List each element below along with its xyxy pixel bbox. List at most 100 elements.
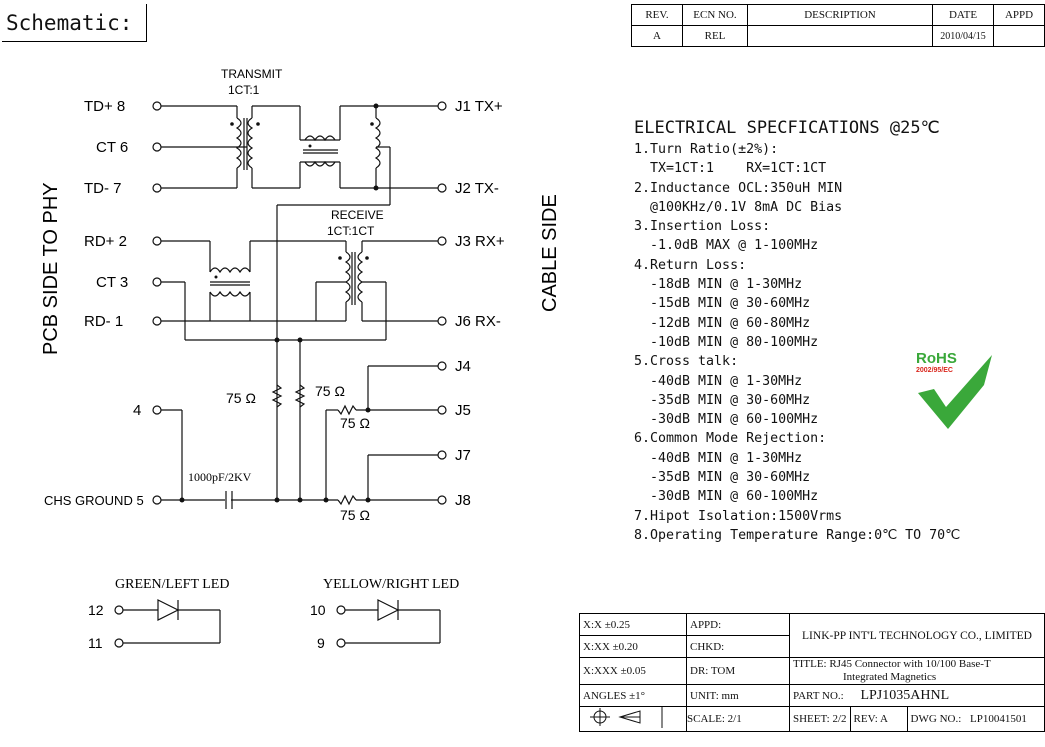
pin-4: 4: [133, 402, 141, 419]
title-block: X:X ±0.25 APPD: LINK-PP INT'L TECHNOLOGY…: [579, 613, 1045, 732]
rohs-sub: 2002/95/EC: [916, 367, 953, 374]
date-value: 2010/04/15: [932, 25, 994, 47]
receive-ratio: 1CT:1CT: [327, 224, 375, 238]
transmit-label: TRANSMIT: [221, 67, 283, 81]
pin-j7: J7: [455, 447, 471, 464]
chkd-field: CHKD:: [686, 635, 790, 658]
spec-line: -12dB MIN @ 60-80MHz: [634, 315, 811, 331]
spec-line: -35dB MIN @ 30-60MHz: [634, 470, 811, 486]
pin-td-plus: TD+ 8: [84, 98, 125, 115]
spec-line: 1.Turn Ratio(±2%):: [634, 142, 779, 157]
receive-label: RECEIVE: [331, 208, 384, 222]
spec-line: 4.Return Loss:: [634, 257, 747, 273]
drawn-by: DR: TOM: [686, 657, 790, 685]
spec-line: -40dB MIN @ 1-30MHz: [634, 373, 803, 389]
appd-header: APPD: [993, 4, 1045, 26]
pin-j6: J6 RX-: [455, 313, 501, 330]
spec-line: -15dB MIN @ 30-60MHz: [634, 296, 811, 312]
dwg-value: LP10041501: [970, 713, 1027, 725]
resistor-label-1: 75 Ω: [226, 390, 256, 406]
led-yellow-pin-a: 10: [310, 602, 326, 618]
sheet-value: 2/2: [832, 713, 847, 725]
appd-field: APPD:: [686, 613, 790, 636]
description-value: [747, 25, 933, 47]
pin-ct6: CT 6: [96, 139, 128, 156]
pin-j1: J1 TX+: [455, 98, 503, 115]
spec-line: -30dB MIN @ 60-100MHz: [634, 489, 819, 505]
part-label: PART NO.:: [793, 689, 844, 702]
part-number: PART NO.: LPJ1035AHNL: [789, 684, 1045, 707]
led-green-title: GREEN/LEFT LED: [115, 577, 229, 592]
rev-header: REV.: [631, 4, 683, 26]
title-line-1: TITLE: RJ45 Connector with 10/100 Base-T: [793, 658, 991, 670]
led-yellow-pin-b: 9: [317, 635, 325, 651]
spec-line: -40dB MIN @ 1-30MHz: [634, 450, 803, 466]
part-value: LPJ1035AHNL: [860, 687, 950, 703]
spec-line: @100KHz/0.1V 8mA DC Bias: [634, 199, 843, 215]
tolerance-xx: X:XX ±0.20: [579, 635, 687, 658]
rohs-logo: RoHS 2002/95/EC: [916, 350, 992, 429]
ecn-value: REL: [682, 25, 748, 47]
rev-value: A: [631, 25, 683, 47]
spec-line: 6.Common Mode Rejection:: [634, 431, 827, 447]
spec-line: -30dB MIN @ 60-100MHz: [634, 412, 819, 428]
sheet-field: SHEET: 2/2: [789, 706, 851, 732]
pin-rd-minus: RD- 1: [84, 313, 123, 330]
resistor-label-3: 75 Ω: [340, 415, 370, 431]
cable-side-label: CABLE SIDE: [539, 194, 561, 312]
pin-j5: J5: [455, 402, 471, 419]
pin-j2: J2 TX-: [455, 180, 499, 197]
spec-line: -10dB MIN @ 80-100MHz: [634, 334, 819, 350]
pin-j4: J4: [455, 358, 471, 375]
projection-icon: [590, 707, 663, 728]
transmit-ratio: 1CT:1: [228, 83, 260, 97]
resistor-label-4: 75 Ω: [340, 507, 370, 523]
rohs-label: RoHS: [916, 350, 957, 367]
spec-heading: ELECTRICAL SPECFICATIONS @25℃: [634, 118, 940, 138]
pin-chs-ground: CHS GROUND 5: [44, 493, 144, 508]
rev-label: REV:: [853, 713, 878, 725]
spec-line: -1.0dB MAX @ 1-100MHz: [634, 238, 819, 254]
revision-table: REV. ECN NO. DESCRIPTION DATE APPD A REL…: [631, 4, 1045, 47]
led-green-pin-b: 11: [88, 635, 103, 651]
capacitor-label: 1000pF/2KV: [188, 470, 252, 484]
tolerance-x: X:X ±0.25: [579, 613, 687, 636]
led-green-pin-a: 12: [88, 602, 104, 618]
electrical-specifications: ELECTRICAL SPECFICATIONS @25℃ 1.Turn Rat…: [634, 118, 960, 545]
scale-value: 2/1: [727, 713, 742, 725]
spec-line: 3.Insertion Loss:: [634, 219, 771, 235]
scale-sheet: SCALE: 2/1: [686, 706, 790, 732]
unit-field: UNIT: mm: [686, 684, 790, 707]
rev-field: REV: A: [849, 706, 908, 732]
spec-line: 7.Hipot Isolation:1500Vrms: [634, 508, 843, 524]
pcb-side-label: PCB SIDE TO PHY: [40, 182, 62, 355]
rev-value-tb: A: [879, 713, 888, 725]
spec-line: 8.Operating Temperature Range:0℃ TO 70℃: [634, 527, 961, 543]
page-title: Schematic:: [2, 4, 147, 42]
spec-line: 5.Cross talk:: [634, 354, 739, 370]
led-yellow-title: YELLOW/RIGHT LED: [323, 577, 459, 592]
schematic-diagram: TD+ 8 CT 6 TD- 7 RD+ 2 CT 3 RD- 1 4 CHS …: [40, 67, 561, 651]
sheet-label: SHEET:: [793, 713, 830, 725]
pin-rd-plus: RD+ 2: [84, 233, 127, 250]
ecn-header: ECN NO.: [682, 4, 748, 26]
pin-j8: J8: [455, 492, 471, 509]
dwg-label: DWG NO.:: [910, 713, 962, 725]
appd-value: [993, 25, 1045, 47]
projection-symbol: [579, 706, 687, 732]
resistor-label-2: 75 Ω: [315, 383, 345, 399]
checkmark-icon: [918, 355, 992, 429]
pin-ct3: CT 3: [96, 274, 128, 291]
spec-line: -18dB MIN @ 1-30MHz: [634, 277, 803, 293]
drawing-title: TITLE: RJ45 Connector with 10/100 Base-T…: [789, 657, 1045, 685]
title-line-2: Integrated Magnetics: [843, 671, 937, 683]
dwg-field: DWG NO.: LP10041501: [906, 706, 1045, 732]
company-name: LINK-PP INT'L TECHNOLOGY CO., LIMITED: [789, 613, 1045, 658]
pin-j3: J3 RX+: [455, 233, 505, 250]
tolerance-xxx: X:XXX ±0.05: [579, 657, 687, 685]
spec-line: TX=1CT:1 RX=1CT:1CT: [634, 161, 827, 177]
angles-tolerance: ANGLES ±1°: [579, 684, 687, 707]
date-header: DATE: [932, 4, 994, 26]
scale-label: SCALE:: [687, 713, 725, 725]
